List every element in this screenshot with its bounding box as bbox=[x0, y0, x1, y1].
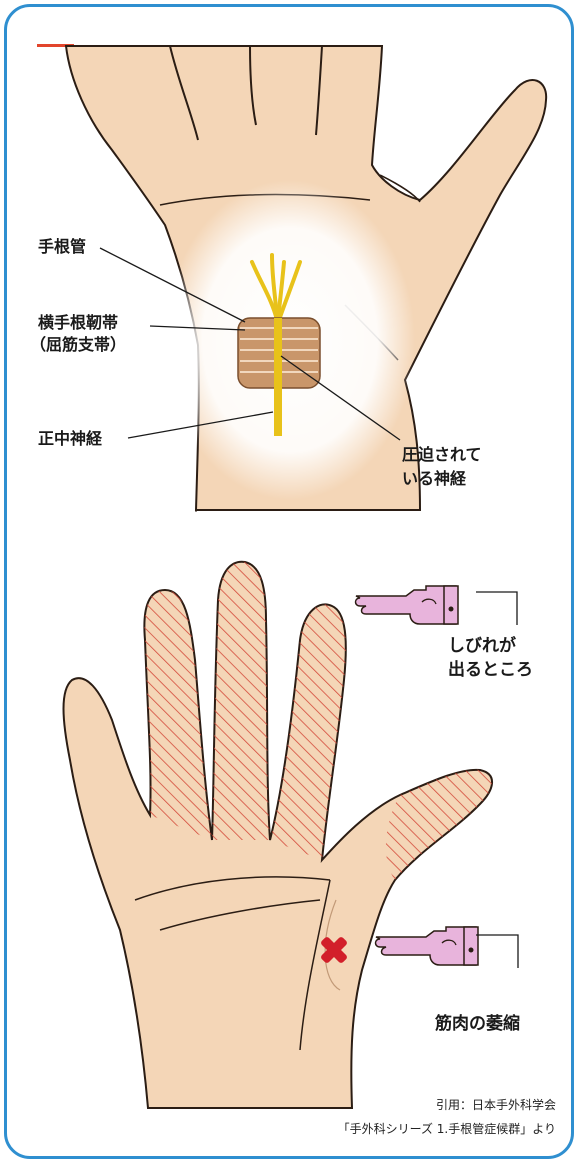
label-muscle-atrophy: 筋肉の萎縮 bbox=[435, 1012, 520, 1036]
label-compressed-nerve-2: いる神経 bbox=[402, 468, 466, 490]
median-nerve bbox=[274, 318, 282, 436]
label-flexor-retinaculum: （屈筋支帯） bbox=[30, 334, 126, 356]
credit-line-1: 引用：日本手外科学会 bbox=[436, 1096, 556, 1113]
pointing-hand-icon bbox=[376, 927, 479, 965]
numbness-ring-finger-half bbox=[270, 604, 346, 860]
pointing-hand-icon bbox=[356, 586, 459, 624]
credit-line-2: 「手外科シリーズ 1.手根管症候群」より bbox=[338, 1120, 556, 1137]
label-numbness-2: 出るところ bbox=[448, 658, 533, 682]
numbness-index-finger bbox=[144, 590, 212, 840]
label-carpal-tunnel: 手根管 bbox=[38, 236, 86, 258]
numbness-middle-finger bbox=[212, 562, 270, 840]
label-median-nerve: 正中神経 bbox=[38, 428, 102, 450]
label-compressed-nerve-1: 圧迫されて bbox=[402, 444, 482, 466]
label-numbness-1: しびれが bbox=[448, 634, 516, 658]
bottom-hand-illustration bbox=[64, 562, 493, 1108]
label-transverse-ligament: 横手根靭帯 bbox=[38, 312, 118, 334]
top-hand-illustration bbox=[66, 46, 546, 512]
numbness-thumb bbox=[386, 770, 492, 880]
